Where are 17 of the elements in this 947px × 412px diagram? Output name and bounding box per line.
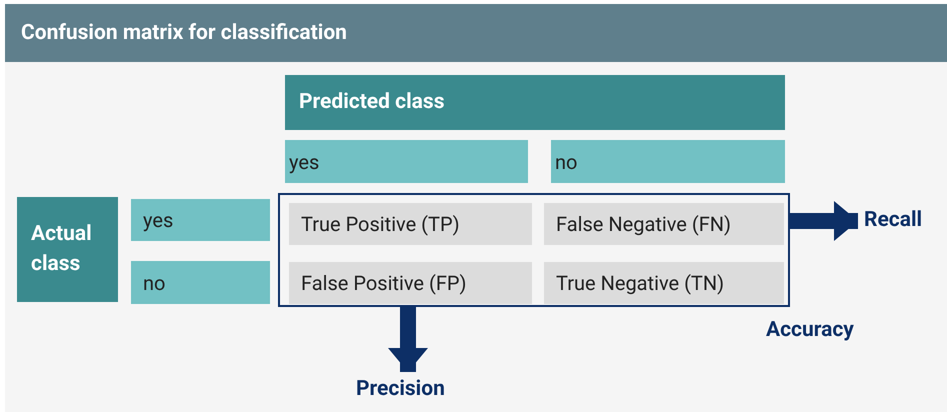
matrix-cell: False Positive (FP): [289, 262, 532, 304]
row-label-box: no: [131, 261, 270, 304]
metric-label: Recall: [864, 205, 939, 237]
matrix-cell: True Positive (TP): [289, 203, 532, 245]
title-bar: Confusion matrix for classification: [5, 4, 947, 62]
matrix-cell: True Negative (TN): [544, 262, 784, 304]
matrix-caption: Accuracy: [766, 318, 854, 342]
matrix-outline: [278, 193, 790, 307]
header-box: Predicted class: [285, 75, 785, 130]
matrix-cell: False Negative (FN): [544, 203, 784, 245]
metric-label: Precision: [356, 374, 460, 406]
row-header-box: Actual class: [17, 197, 118, 302]
column-label-box: no: [551, 140, 785, 183]
row-label-box: yes: [131, 199, 270, 241]
block-arrow: [388, 307, 428, 372]
block-arrow: [790, 201, 858, 241]
column-label-box: yes: [285, 140, 528, 183]
